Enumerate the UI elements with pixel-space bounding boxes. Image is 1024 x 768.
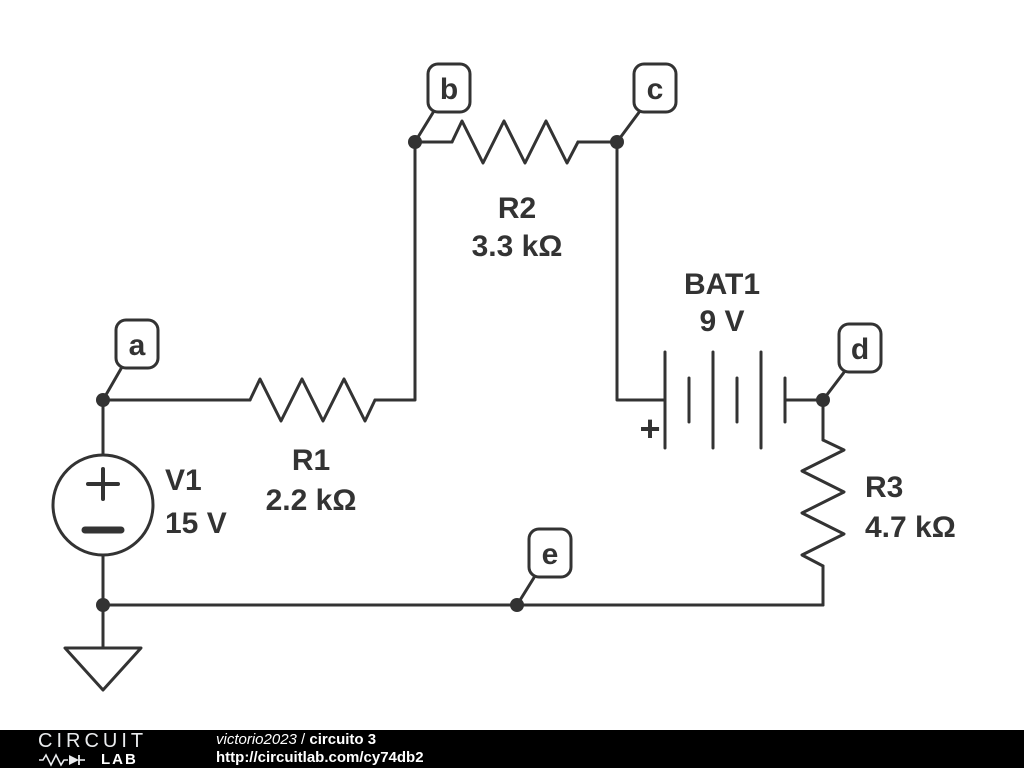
footer-author: victorio2023 [216, 731, 297, 748]
r3-value-label: 4.7 kΩ [865, 511, 956, 544]
node-dot-d [816, 393, 830, 407]
ground-triangle [63, 646, 143, 692]
schematic-canvas: V1 15 V R1 2.2 kΩ R2 3.3 kΩ + BAT1 9 V [51, 62, 956, 692]
node-flag-b: b [413, 62, 472, 144]
r1-value-label: 2.2 kΩ [266, 484, 357, 517]
node-flag-d: d [821, 322, 883, 402]
node-flag-e-box [527, 527, 573, 579]
node-dot-b [408, 135, 422, 149]
v1-voltage-source: V1 15 V [51, 453, 227, 557]
resistor-diode-icon [39, 752, 85, 767]
r3-ref-label: R3 [865, 471, 903, 504]
v1-plus-icon [86, 467, 120, 501]
node-dot-e [510, 598, 524, 612]
r1-zigzag [248, 377, 377, 423]
footer-bar: CIRCUIT LAB victorio2023 / circuito 3 ht… [0, 730, 1024, 768]
footer-meta: victorio2023 / circuito 3 http://circuit… [216, 731, 424, 767]
r2-value-label: 3.3 kΩ [472, 230, 563, 263]
wires [101, 140, 825, 650]
v1-ref-label: V1 [165, 464, 202, 497]
r3-resistor: R3 4.7 kΩ [800, 438, 956, 568]
node-flag-a-label: a [129, 329, 146, 362]
node-flag-a: a [101, 318, 160, 402]
r2-ref-label: R2 [498, 192, 536, 225]
r1-ref-label: R1 [292, 444, 330, 477]
node-flag-e-label: e [542, 538, 559, 571]
node-flag-d-box [837, 322, 883, 374]
bat1-ref-label: BAT1 [684, 268, 760, 301]
node-flag-c: c [615, 62, 678, 144]
node-flag-c-label: c [647, 73, 664, 106]
wire-r1-to-b [373, 140, 417, 402]
circuitlab-logo: CIRCUIT LAB [0, 731, 216, 767]
footer-circuit-title: circuito 3 [309, 731, 377, 748]
v1-body [51, 453, 155, 557]
node-flag-c-box [632, 62, 678, 114]
node-flag-d-label: d [851, 333, 869, 366]
junction-dot-v1-rail [96, 598, 110, 612]
footer-url: http://circuitlab.com/cy74db2 [216, 749, 424, 766]
bat1-battery: + BAT1 9 V [639, 268, 787, 450]
bat1-plus-icon: + [639, 408, 660, 449]
bat1-value-label: 9 V [699, 305, 744, 338]
r3-zigzag [800, 438, 846, 568]
node-flag-a-box [114, 318, 160, 370]
node-dots [96, 135, 830, 612]
circuitlab-logo-wordmark: CIRCUIT [38, 730, 148, 752]
footer-separator: / [296, 731, 310, 748]
circuitlab-logo-lab: LAB [101, 751, 138, 768]
node-dot-c [610, 135, 624, 149]
node-flag-b-label: b [440, 73, 458, 106]
ground-symbol [63, 646, 143, 692]
footer-byline: victorio2023 / circuito 3 [216, 731, 424, 749]
r2-zigzag [450, 119, 580, 165]
v1-value-label: 15 V [165, 507, 227, 540]
node-dot-a [96, 393, 110, 407]
r2-resistor: R2 3.3 kΩ [450, 119, 580, 263]
wire-c-to-bat1 [615, 140, 667, 402]
r1-resistor: R1 2.2 kΩ [248, 377, 377, 517]
node-flag-e: e [515, 527, 573, 607]
node-flag-b-box [426, 62, 472, 114]
